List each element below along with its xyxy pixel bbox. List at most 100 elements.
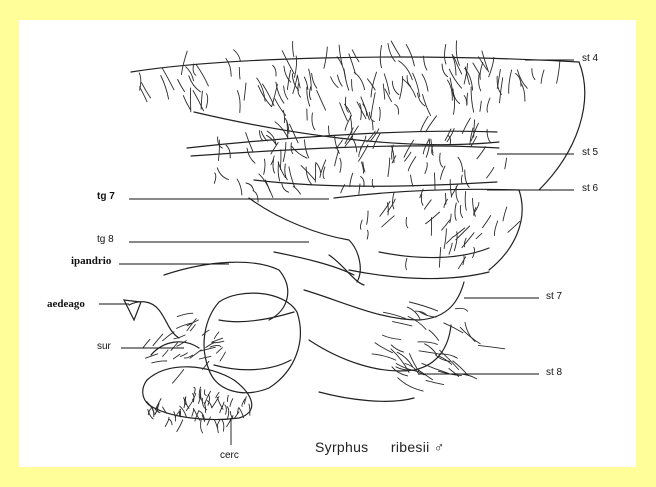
tergite-7-outline [249, 198, 360, 282]
seta-hair [422, 363, 449, 373]
seta-hair [375, 343, 393, 353]
seta-hair [408, 157, 416, 171]
seta-hair [458, 257, 465, 269]
seta-hair [455, 203, 456, 220]
seta-hair [398, 378, 424, 391]
seta-hair [473, 63, 480, 74]
seta-hair [291, 143, 293, 154]
seta-hair [454, 232, 457, 251]
seta-hair [239, 68, 240, 80]
seta-hair [193, 64, 196, 75]
seta-hair [453, 89, 460, 104]
seta-hair [316, 163, 321, 173]
seta-hair [304, 77, 308, 89]
seta-hair [388, 158, 390, 177]
seta-hair [192, 409, 194, 416]
seta-hair [143, 339, 150, 348]
label-st5: st 5 [582, 148, 598, 158]
seta-hair [139, 73, 141, 90]
seta-hair [163, 332, 175, 341]
seta-hair [352, 80, 353, 91]
leader-lines [99, 60, 574, 445]
seta-hair [406, 258, 407, 269]
seta-hair [422, 74, 428, 91]
male-symbol: ♂ [434, 439, 445, 455]
seta-hair [557, 62, 560, 84]
seta-hair [393, 192, 395, 209]
seta-hair [289, 167, 295, 188]
seta-hair [440, 153, 443, 167]
seta-hair [312, 73, 317, 88]
label-st4: st 4 [582, 54, 598, 64]
seta-hair [370, 129, 379, 142]
seta-hair [407, 307, 420, 320]
aedeagus-outline [129, 302, 179, 338]
seta-hair [345, 97, 348, 112]
seta-hair [400, 76, 403, 99]
seta-hair [312, 113, 315, 130]
seta-hair [292, 146, 307, 158]
genital-bulb [204, 293, 300, 393]
seta-hair [249, 404, 250, 415]
seta-hair [462, 233, 474, 248]
seta-hair [421, 194, 423, 205]
seta-hair [220, 352, 225, 361]
label-ipandrio: ipandrio [71, 256, 111, 267]
seta-hair [456, 41, 459, 66]
seta-hair [175, 412, 179, 418]
seta-hair [391, 41, 400, 56]
seta-hair [201, 420, 203, 433]
seta-hair [165, 417, 169, 426]
label-sur: sur [97, 342, 111, 352]
seta-hair [399, 61, 413, 80]
seta-hair [293, 186, 300, 194]
seta-hair [344, 69, 349, 90]
seta-hair [225, 405, 227, 414]
seta-hair [474, 120, 475, 137]
seta-hair [345, 104, 352, 114]
seta-hair [387, 203, 388, 215]
seta-hair [177, 420, 183, 432]
seta-hair [338, 75, 343, 86]
seta-hair [152, 361, 167, 363]
seta-hair [426, 380, 444, 384]
seta-hair [200, 347, 215, 351]
seta-hair [273, 160, 275, 173]
seta-hair [293, 75, 298, 93]
cercus-outline [143, 367, 252, 420]
seta-hair [214, 332, 218, 339]
seta-hair [174, 412, 176, 421]
seta-hair [441, 166, 446, 179]
seta-hair [442, 64, 448, 77]
seta-hair [380, 107, 381, 120]
label-tg7: tg 7 [97, 192, 115, 202]
seta-hair [384, 74, 389, 94]
seta-hair [442, 220, 450, 230]
seta-hair [503, 207, 507, 221]
seta-hair [196, 65, 208, 86]
seta-hair [494, 221, 497, 236]
seta-hair [237, 179, 242, 195]
abdomen-lower-outline [349, 270, 489, 279]
seta-hair [395, 105, 399, 115]
seta-hair [340, 158, 341, 172]
seta-hair [161, 76, 169, 100]
seta-hair [217, 420, 219, 427]
figure-panel: st 4 st 5 st 6 tg 7 tg 8 ipandrio aedeag… [19, 20, 636, 467]
seta-hair [360, 103, 362, 119]
seta-hair [283, 110, 284, 122]
seta-hair [289, 124, 298, 143]
seta-hair [372, 354, 396, 360]
label-st6: st 6 [582, 184, 598, 194]
seta-hair [465, 192, 466, 211]
seta-hair [467, 93, 468, 104]
seta-hair [282, 51, 294, 74]
tergite-8-outline [274, 252, 354, 275]
seta-hair [483, 216, 491, 228]
seta-hair [359, 184, 360, 194]
seta-hair [162, 68, 174, 90]
seta-hair [257, 78, 265, 101]
abdomen-upper-outline [131, 57, 585, 190]
seta-hair [541, 70, 544, 83]
seta-hair [487, 98, 490, 112]
